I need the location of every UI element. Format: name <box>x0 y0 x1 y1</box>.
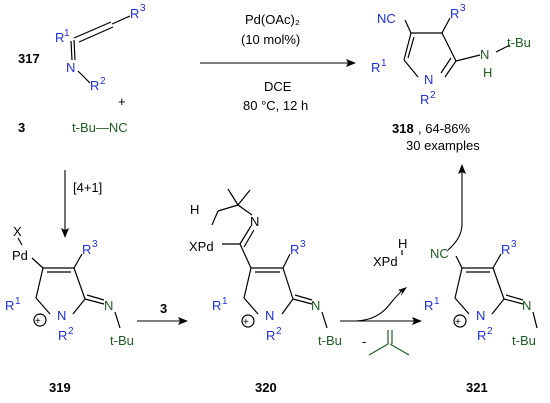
svg-text:2: 2 <box>68 326 74 337</box>
isobutylene-structure <box>368 330 410 356</box>
svg-text:R: R <box>82 242 91 257</box>
svg-text:N: N <box>265 308 274 323</box>
main-reaction-arrow <box>200 59 356 67</box>
svg-text:t-Bu: t-Bu <box>507 35 531 50</box>
svg-text:1: 1 <box>381 58 387 69</box>
svg-text:X: X <box>13 224 22 239</box>
svg-text:1: 1 <box>434 296 440 307</box>
solvent-label: DCE <box>264 79 292 94</box>
intermediate-319-structure: X Pd R 3 R 1 N + R 2 N t-Bu <box>5 224 134 348</box>
svg-text:R: R <box>266 328 275 343</box>
palladium-hydride: XPd <box>373 254 398 269</box>
svg-text:N: N <box>476 308 485 323</box>
svg-text:t-Bu: t-Bu <box>512 333 536 348</box>
conditions-label: 80 °C, 12 h <box>243 98 308 113</box>
svg-text:R: R <box>477 328 486 343</box>
svg-text:3: 3 <box>511 239 517 250</box>
svg-text:H: H <box>483 65 492 80</box>
cycloaddition-label: [4+1] <box>73 180 102 195</box>
plus-sign: + <box>118 94 126 109</box>
isobutylene-minus: - <box>362 334 366 349</box>
svg-text:R: R <box>5 298 14 313</box>
svg-text:N: N <box>522 298 531 313</box>
svg-text:t-Bu: t-Bu <box>110 333 134 348</box>
examples-count: 30 examples <box>406 138 480 153</box>
svg-text:R: R <box>58 328 67 343</box>
product-yield: , 64-86% <box>418 121 470 136</box>
svg-text:XPd: XPd <box>189 239 214 254</box>
svg-text:3: 3 <box>460 3 466 14</box>
svg-text:N: N <box>104 298 113 313</box>
svg-text:2: 2 <box>487 326 493 337</box>
catalyst-loading: (10 mol%) <box>241 32 300 47</box>
svg-text:H: H <box>190 202 199 217</box>
intermediate-320-structure: H N XPd R 3 R 1 N + R 2 N t-Bu <box>189 188 342 348</box>
arrow-319-to-320 <box>137 317 188 325</box>
svg-text:N: N <box>480 47 489 62</box>
catalyst-label: Pd(OAc)₂ <box>245 12 300 27</box>
svg-text:2: 2 <box>430 90 436 101</box>
isocyanide-reagent: t-Bu—NC <box>72 120 128 135</box>
svg-text:1: 1 <box>15 296 21 307</box>
svg-text:R: R <box>371 60 380 75</box>
svg-text:NC: NC <box>430 246 449 261</box>
svg-text:3: 3 <box>140 3 146 14</box>
svg-text:Pd: Pd <box>12 248 28 263</box>
compound-317-structure: R 1 R 3 N R 2 <box>55 3 146 93</box>
reagent-3-over-arrow: 3 <box>160 301 167 316</box>
svg-text:NC: NC <box>377 11 396 26</box>
r2-label-317: R <box>90 78 99 93</box>
elimination-arrow <box>340 287 422 325</box>
cycloaddition-arrow <box>61 170 69 238</box>
compound-320-label: 320 <box>255 380 277 395</box>
svg-text:R: R <box>420 92 429 107</box>
svg-text:3: 3 <box>300 239 306 250</box>
svg-text:2: 2 <box>276 326 282 337</box>
n-atom-317: N <box>66 60 75 75</box>
product-318-structure: NC R 3 R 1 N R 2 N H t-Bu <box>371 3 531 107</box>
svg-text:t-Bu: t-Bu <box>318 333 342 348</box>
svg-text:1: 1 <box>64 28 70 39</box>
compound-321-label: 321 <box>466 380 488 395</box>
svg-text:R: R <box>290 242 299 257</box>
compound-318-label: 318 <box>392 121 414 136</box>
intermediate-321-structure: NC R 3 R 1 N + R 2 N t-Bu <box>424 239 538 348</box>
compound-319-label: 319 <box>49 380 71 395</box>
svg-text:N: N <box>57 308 66 323</box>
r3-label-317: R <box>130 6 139 21</box>
svg-text:N: N <box>250 214 259 229</box>
palladium-hydride-h: H <box>398 236 407 251</box>
svg-text:2: 2 <box>100 76 106 87</box>
compound-317-label: 317 <box>18 51 40 66</box>
svg-text:N: N <box>424 72 433 87</box>
svg-text:R: R <box>424 298 433 313</box>
svg-text:R: R <box>212 298 221 313</box>
svg-text:1: 1 <box>222 296 228 307</box>
svg-text:R: R <box>501 242 510 257</box>
compound-3-label: 3 <box>18 120 25 135</box>
arrow-321-to-318 <box>447 164 466 251</box>
svg-text:3: 3 <box>92 239 98 250</box>
r1-label-317: R <box>55 30 64 45</box>
svg-text:R: R <box>450 6 459 21</box>
svg-text:+: + <box>243 317 249 328</box>
svg-text:+: + <box>455 317 461 328</box>
svg-text:+: + <box>35 316 41 327</box>
svg-text:N: N <box>311 298 320 313</box>
